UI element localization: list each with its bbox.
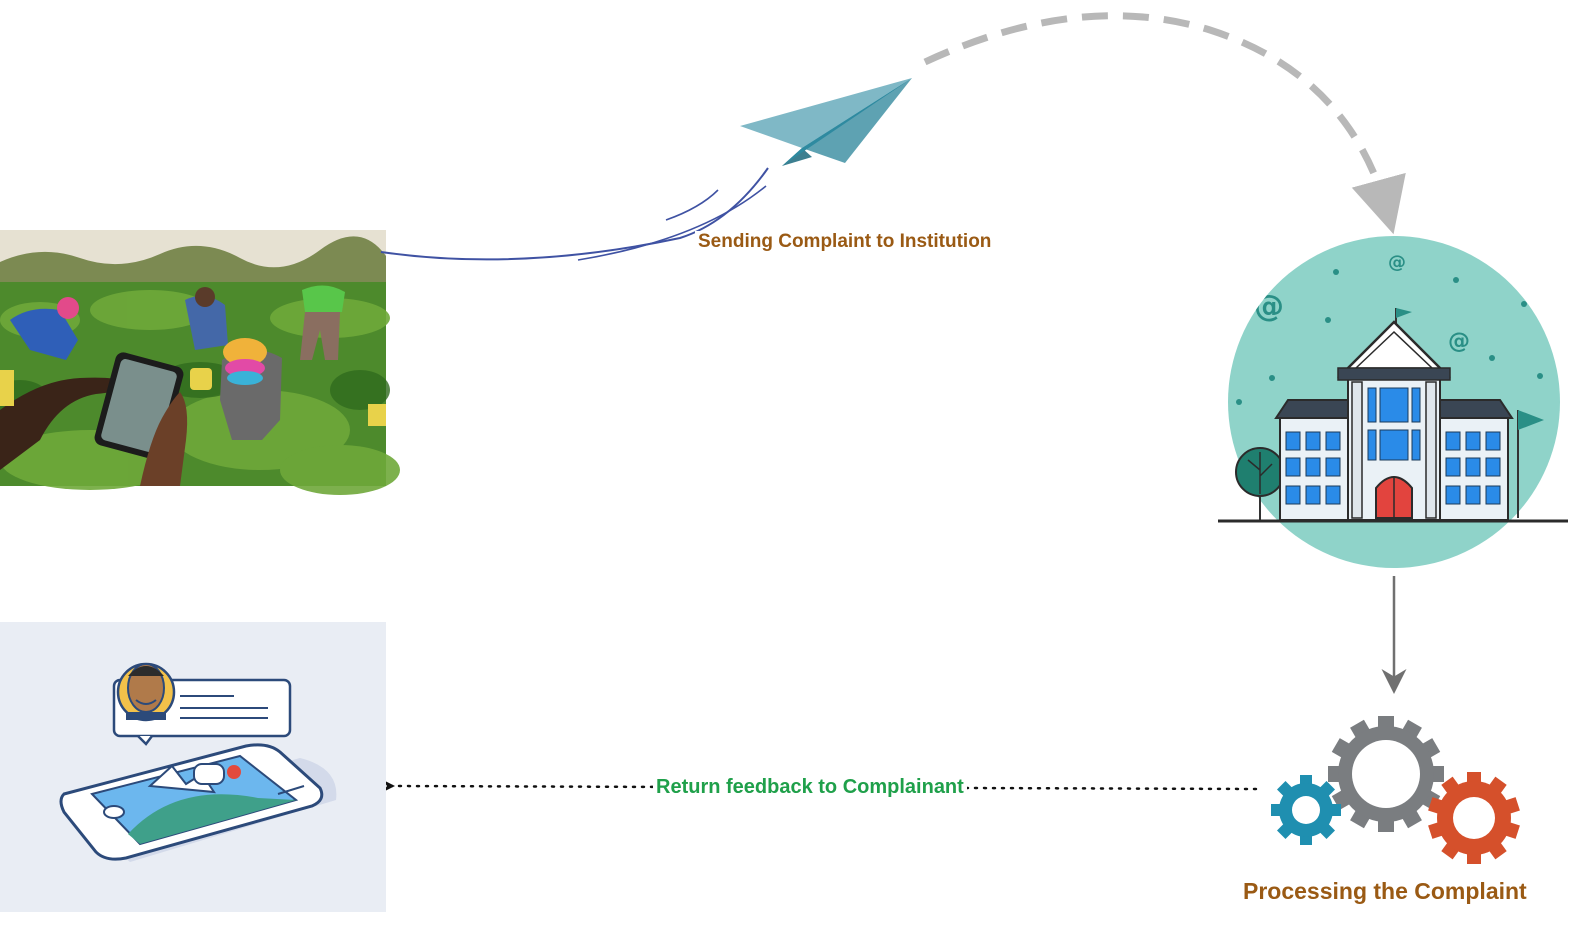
gears-icon <box>1271 716 1520 864</box>
send-arrow <box>380 167 769 261</box>
svg-text:@: @ <box>1388 252 1406 273</box>
send-complaint-label: Sending Complaint to Institution <box>695 231 995 253</box>
phone-feedback-illustration <box>0 622 386 912</box>
gear-gray <box>1328 716 1444 832</box>
paper-plane-icon <box>740 78 912 166</box>
gear-blue <box>1271 775 1341 845</box>
svg-text:@: @ <box>1448 329 1470 354</box>
return-feedback-label: Return feedback to Complainant <box>653 776 967 799</box>
farmers-with-phone-photo <box>0 230 400 495</box>
svg-text:@: @ <box>1254 289 1284 324</box>
institution-building-icon: @ @ @ <box>1218 236 1568 568</box>
dashed-flow-arrow <box>923 12 1406 235</box>
gear-red <box>1428 772 1520 864</box>
processing-complaint-label: Processing the Complaint <box>1243 878 1527 904</box>
